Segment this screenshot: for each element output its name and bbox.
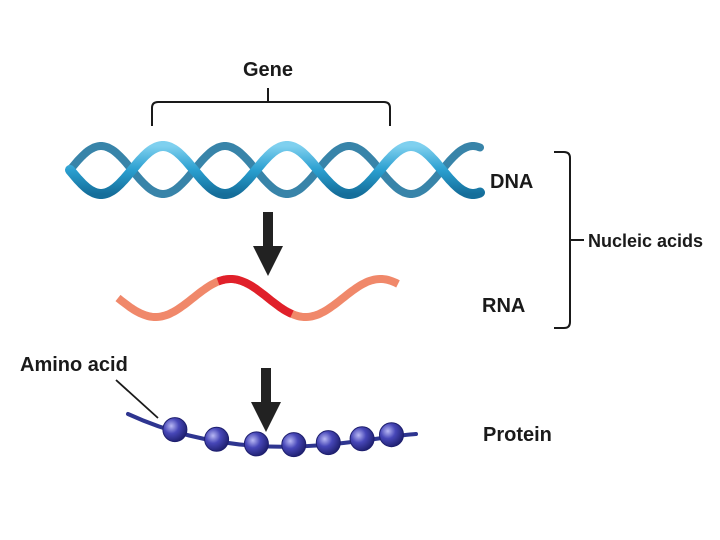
nucleic-acids-bracket — [554, 151, 584, 329]
dna-strand-front — [65, 141, 485, 199]
nucleic-acids-label: Nucleic acids — [588, 231, 703, 251]
amino-acid-bead — [349, 426, 375, 452]
rna-gene-segment — [216, 275, 294, 318]
dna-label: DNA — [490, 171, 533, 193]
amino-acid-bead — [204, 426, 230, 452]
rna-strand — [115, 275, 400, 321]
protein-chain — [126, 412, 418, 458]
gene-bracket — [151, 88, 391, 126]
dna-strand-back — [66, 142, 484, 198]
rna-label: RNA — [482, 295, 525, 317]
amino-acid-bead — [315, 430, 341, 456]
amino-acid-bead — [243, 431, 269, 457]
transcription-arrow — [253, 212, 283, 276]
protein-label: Protein — [483, 424, 552, 446]
dna-double-helix — [65, 141, 485, 199]
amino-acid-label: Amino acid — [20, 354, 128, 376]
translation-arrow — [251, 368, 281, 432]
rna-backbone — [115, 275, 400, 321]
amino-acid-bead — [379, 422, 404, 448]
amino-acid-pointer — [115, 379, 159, 419]
amino-acid-bead — [281, 432, 307, 458]
gene-label: Gene — [243, 59, 293, 81]
amino-acid-bead — [162, 417, 188, 443]
